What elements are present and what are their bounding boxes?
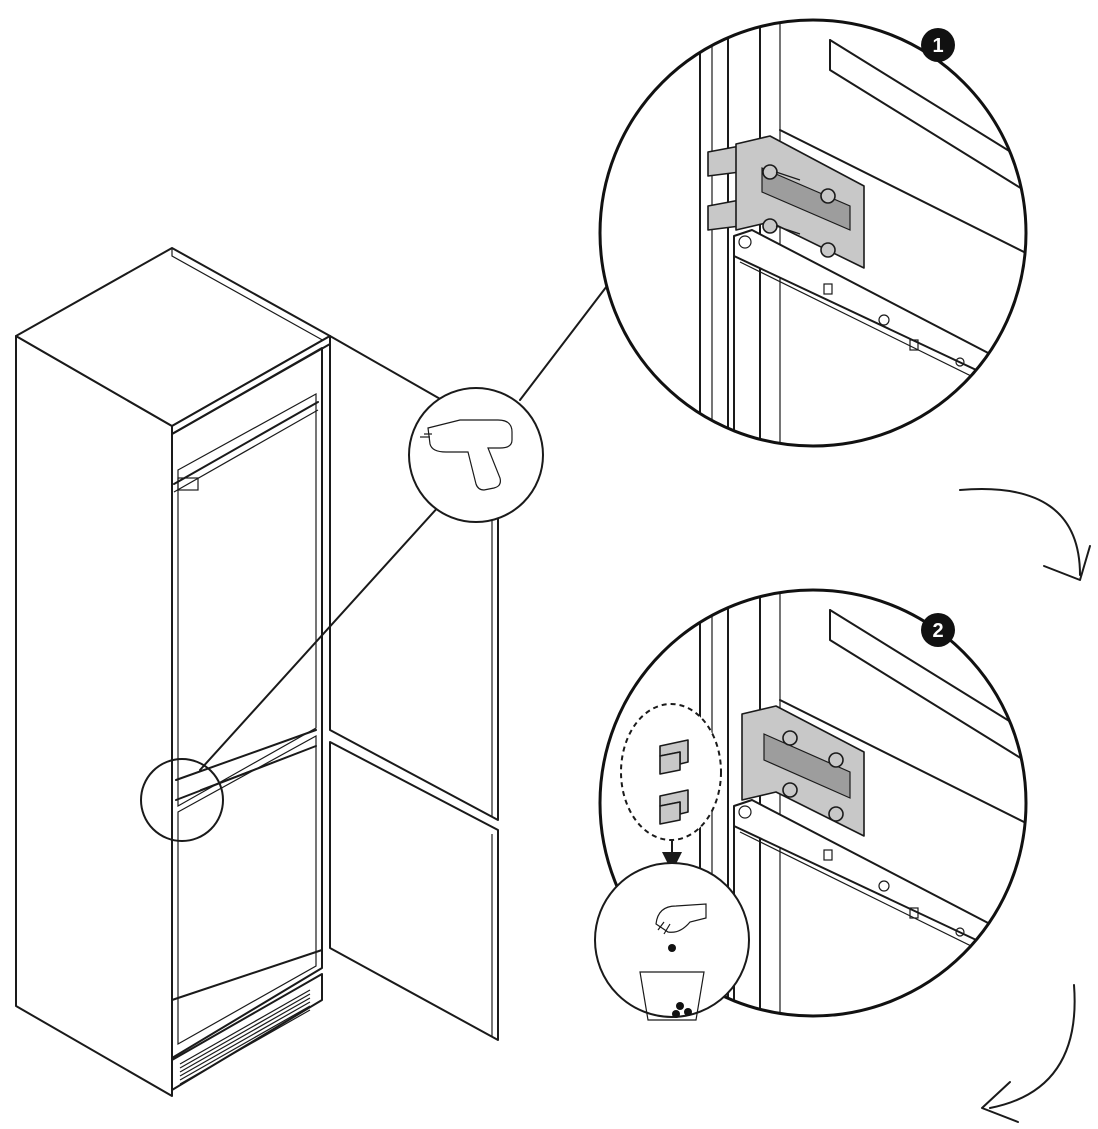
step-1-badge: 1 xyxy=(921,28,955,62)
drill-tool-callout xyxy=(408,387,544,523)
detail-step-1: 1 xyxy=(598,18,1028,448)
dispose-icon xyxy=(639,903,707,1021)
detail-2-frame xyxy=(598,588,1028,1018)
step-2-badge: 2 xyxy=(921,613,955,647)
detail-1-frame xyxy=(598,18,1028,448)
cabinet xyxy=(15,247,331,1097)
drill-icon xyxy=(420,419,513,491)
svg-text:1: 1 xyxy=(932,35,943,57)
removed-clip-top xyxy=(659,739,689,775)
cabinet-door-lower xyxy=(329,741,499,1041)
connector-line xyxy=(199,504,441,771)
curved-arrow-1 xyxy=(959,488,1081,576)
vent-grille xyxy=(179,989,311,1085)
disposal-callout xyxy=(594,862,750,1021)
hinge-callout-circle xyxy=(140,758,224,842)
removed-clip-bottom xyxy=(659,789,689,825)
svg-text:2: 2 xyxy=(932,620,943,642)
curved-arrow-2 xyxy=(989,984,1076,1109)
detail-step-2: 2 xyxy=(594,588,1028,1021)
